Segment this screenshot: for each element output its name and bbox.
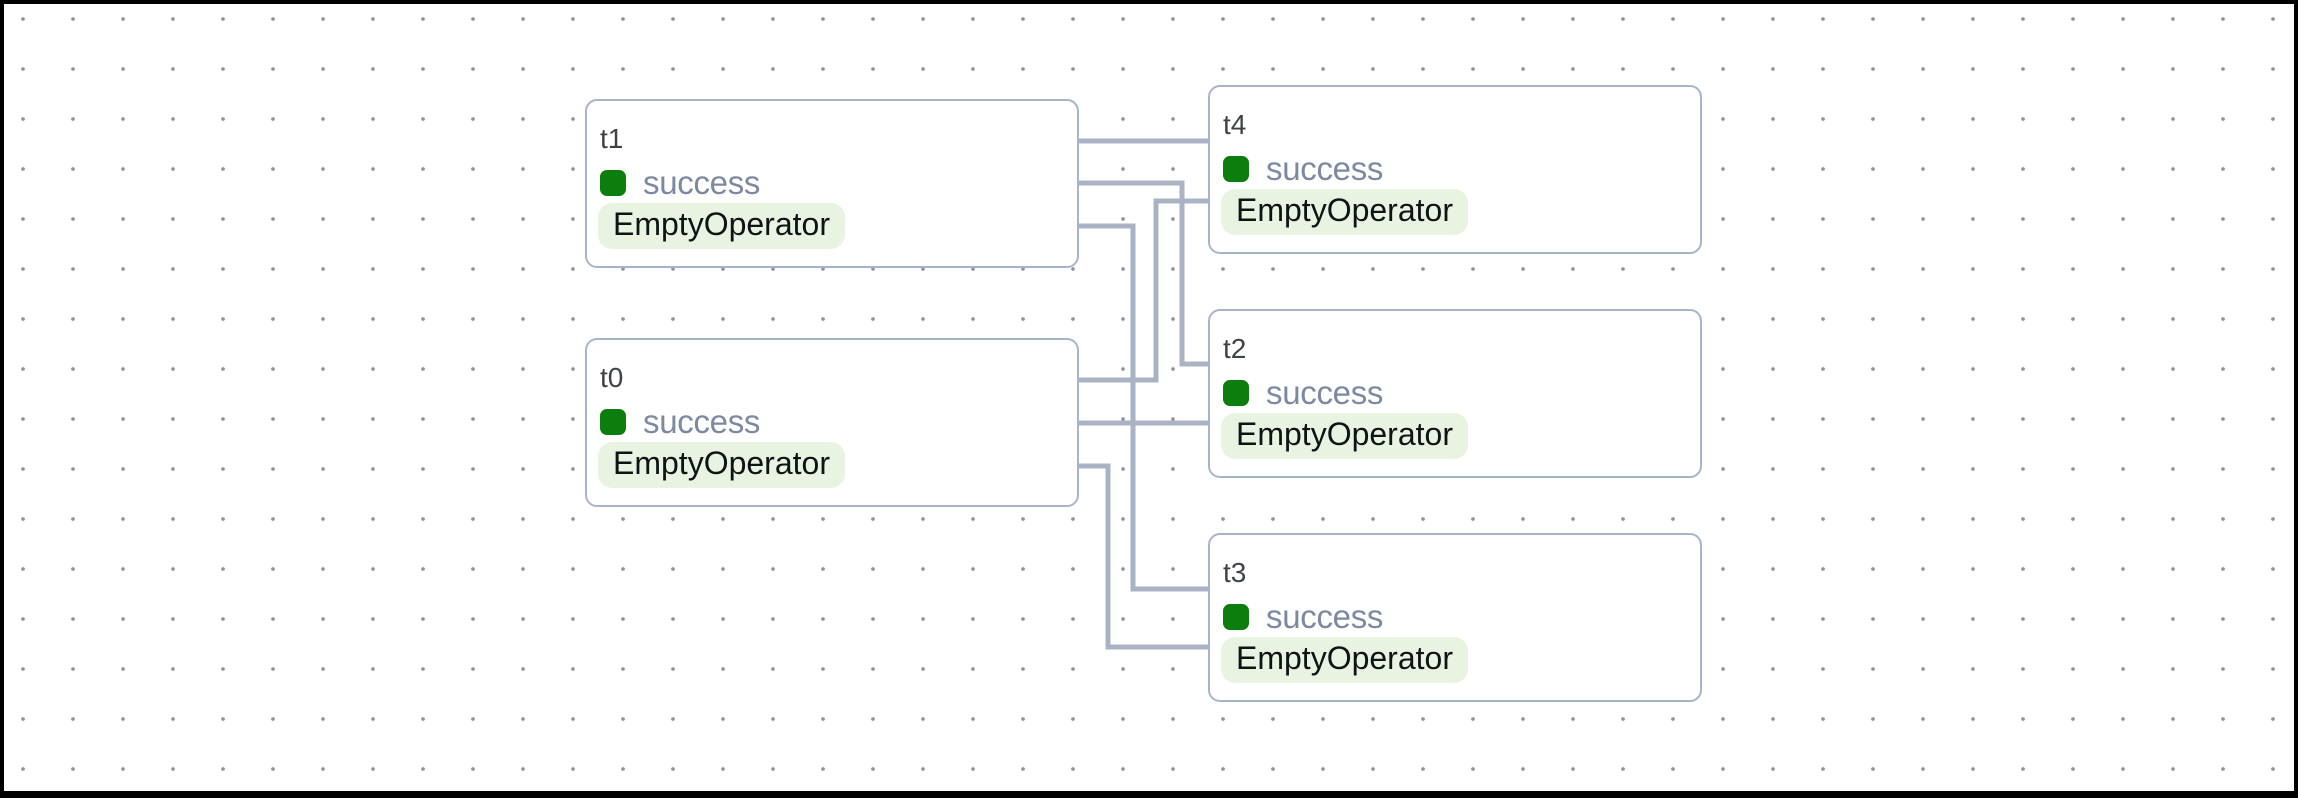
edge-t0-t4	[1079, 198, 1208, 383]
task-id-label: t2	[1223, 333, 1247, 364]
task-status-row: success	[1223, 598, 1700, 635]
task-status-label: success	[1266, 150, 1384, 187]
success-status-icon	[1223, 380, 1249, 406]
edge-t1-t2	[1079, 180, 1208, 367]
task-id-label: t4	[1223, 109, 1247, 140]
success-status-icon	[1223, 604, 1249, 630]
success-status-icon	[1223, 156, 1249, 182]
task-status-label: success	[1266, 374, 1384, 411]
operator-badge: EmptyOperator	[598, 442, 845, 488]
task-status-row: success	[1223, 374, 1700, 411]
task-node-t0[interactable]: t0 success EmptyOperator	[585, 338, 1079, 507]
task-node-t1[interactable]: t1 success EmptyOperator	[585, 99, 1079, 268]
task-id-label: t1	[600, 123, 624, 154]
edge-t0-t3	[1079, 463, 1208, 650]
success-status-icon	[600, 170, 626, 196]
task-node-t2[interactable]: t2 success EmptyOperator	[1208, 309, 1702, 478]
operator-badge: EmptyOperator	[1221, 413, 1468, 459]
task-id-label: t0	[600, 362, 624, 393]
dag-edges	[1079, 138, 1208, 650]
operator-badge: EmptyOperator	[598, 203, 845, 249]
task-node-t4[interactable]: t4 success EmptyOperator	[1208, 85, 1702, 254]
task-status-label: success	[643, 164, 761, 201]
task-status-row: success	[600, 164, 1077, 201]
task-status-row: success	[600, 403, 1077, 440]
task-status-label: success	[1266, 598, 1384, 635]
edge-t1-t3	[1079, 223, 1208, 592]
success-status-icon	[600, 409, 626, 435]
task-id-label: t3	[1223, 557, 1247, 588]
task-status-label: success	[643, 403, 761, 440]
operator-badge: EmptyOperator	[1221, 189, 1468, 235]
task-status-row: success	[1223, 150, 1700, 187]
operator-badge: EmptyOperator	[1221, 637, 1468, 683]
task-node-t3[interactable]: t3 success EmptyOperator	[1208, 533, 1702, 702]
